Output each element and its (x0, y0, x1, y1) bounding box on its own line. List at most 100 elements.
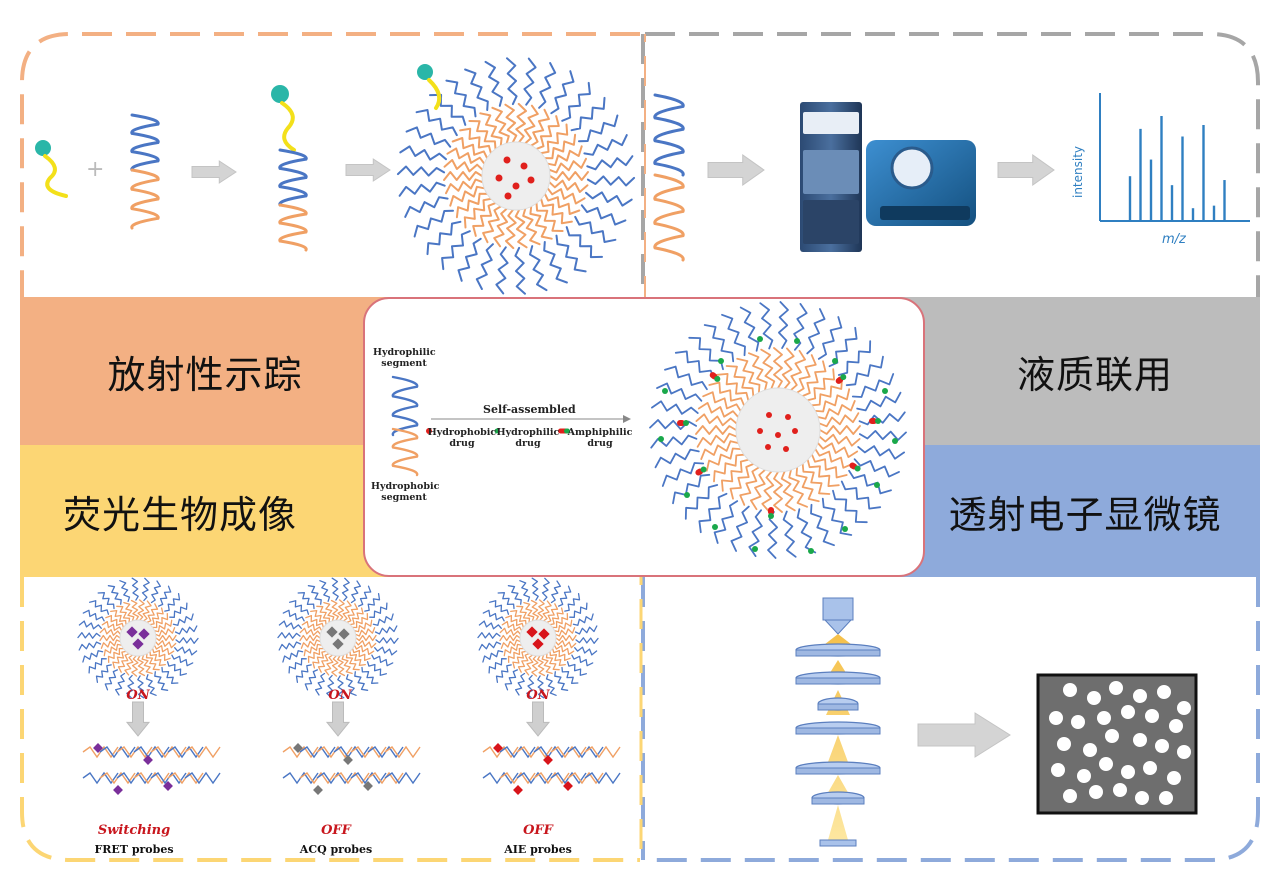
micelle-hydrophilic-head (137, 675, 145, 699)
micelle-hydrophobic-tail (546, 145, 583, 167)
micelle-hydrophilic-head (793, 303, 808, 351)
micelle-hydrophobic-tail (455, 192, 489, 219)
micelle-hydrophilic-head (82, 650, 104, 663)
micelle-hydrophobic-tail (761, 470, 775, 513)
micelle-hydrophilic-head (778, 301, 789, 349)
micelle-hydrophobic-tail (516, 605, 531, 624)
micelle-hydrophilic-head (174, 646, 198, 656)
tem-nanoparticle (1063, 789, 1077, 803)
tem-nanoparticle (1135, 791, 1149, 805)
arrow-to-instrument (707, 154, 765, 186)
micelle-hydrophobic-tail (554, 627, 576, 637)
amphiphilic-drug (835, 374, 847, 384)
micelle-hydrophilic-head (345, 674, 357, 696)
micelle-hydrophilic-head (366, 661, 387, 676)
hydrophilic-drug-dot (882, 388, 888, 394)
tem-scheme (795, 597, 1198, 847)
hydrophilic-drug-dot (718, 358, 724, 364)
micelle-hydrophilic-head (141, 577, 150, 602)
band-lcms: 液质联用 (900, 297, 1260, 445)
micelle-hydrophilic-head (172, 613, 194, 626)
radiolabel-dot (35, 140, 51, 156)
released-dye-cube (93, 743, 103, 753)
micelle-hydrophobic-tail (512, 650, 527, 669)
micelle-hydrophobic-tail (546, 603, 559, 624)
hydrophilic-drug-dot (752, 546, 758, 552)
micelle-hydrophilic-head (278, 641, 302, 651)
lcms-scheme (653, 93, 1250, 262)
micelle-hydrophobic-tail (811, 453, 848, 479)
arrow-step-1 (191, 160, 237, 184)
micelle-hydrophobic-tail (446, 147, 486, 165)
micelle-hydrophilic-head (78, 641, 102, 651)
micelle-hydrophobic-tail (529, 205, 553, 240)
tem-nanoparticle (1133, 733, 1147, 747)
amphiphilic-drug-tail (714, 375, 721, 382)
micelle-hydrophobic-tail (137, 599, 145, 621)
micelle-hydrophilic-head (171, 654, 194, 667)
micelle-hydrophobic-tail (514, 208, 528, 249)
micelle-hydrophobic-tail (142, 600, 152, 622)
micelle-hydrophobic-tail (523, 104, 539, 145)
released-dye-cube (513, 785, 523, 795)
micelle-hydrophilic-head (495, 664, 512, 683)
micelle-hydrophobic-tail (154, 640, 177, 649)
micelle-hydrophilic-head (145, 674, 157, 696)
micelle-hydrophilic-head (326, 674, 335, 699)
micelle-hydrophobic-tail (349, 607, 364, 626)
micelle-hydrophobic-tail (736, 357, 761, 394)
amphiphilic-drug (849, 462, 861, 472)
micelle-hydrophobic-tail (697, 402, 739, 418)
micelle-hydrophilic-head (506, 57, 518, 106)
center-core-drug (792, 428, 798, 434)
micelle-hydrophobic-tail (110, 609, 127, 626)
micelle-hydrophilic-head (497, 592, 515, 610)
micelle-hydrophobic-tail (504, 103, 518, 144)
micelle-hydrophilic-head (545, 674, 557, 696)
micelle-hydrophobic-tail (112, 650, 127, 669)
micelle-hydrophilic-head (853, 458, 900, 478)
micelle-hydrophilic-head (331, 577, 339, 601)
micelle-hydrophilic-head (569, 602, 588, 618)
tem-nanoparticle (1177, 701, 1191, 715)
disassembled-strand (584, 745, 621, 759)
released-dye-cube (563, 781, 573, 791)
lcms-copolymer-hydrophobic (653, 173, 685, 262)
center-core-drug (775, 432, 781, 438)
micelle-hydrophobic-tail (131, 655, 139, 677)
band-tem: 透射电子显微镜 (900, 445, 1260, 577)
micelle-hydrophobic-tail (303, 643, 323, 657)
micelle-hydrophilic-head (114, 672, 126, 696)
micelle-hydrophilic-head (523, 57, 537, 106)
micelle-hydrophilic-head (550, 70, 575, 115)
hydrophilic-drug-dot (874, 482, 880, 488)
micelle-hydrophilic-head (478, 641, 502, 651)
tem-nanoparticle (1159, 791, 1173, 805)
micelle-hydrophobic-tail (479, 112, 503, 147)
micelle-hydrophilic-head (350, 580, 362, 604)
micelle-hydrophilic-head (374, 625, 398, 635)
radiolabel-linker (43, 154, 68, 198)
hydrophilic-drug-dot (794, 338, 800, 344)
micelle-hydrophobic-tail (323, 601, 335, 622)
micelle-hydrophilic-head (482, 609, 505, 622)
micelle-hydrophilic-head (514, 672, 526, 696)
lc-module-door (803, 150, 859, 194)
micelle-hydrophilic-head (107, 585, 122, 605)
probe-dye-cube (338, 628, 350, 640)
micelle-hydrophilic-head (361, 666, 379, 684)
tem-nanoparticle (1049, 711, 1063, 725)
tem-nanoparticle (1133, 689, 1147, 703)
micelle-hydrophilic-head (529, 245, 548, 292)
micelle-hydrophilic-head (164, 593, 181, 612)
self-assembly-drawing (391, 301, 907, 559)
micelle-hydrophilic-head (82, 609, 105, 622)
micelle-hydrophobic-tail (537, 655, 546, 677)
micelle-hydrophilic-head (482, 650, 504, 663)
micelle-hydrophilic-head (495, 246, 509, 295)
micelle-hydrophobic-tail (801, 360, 827, 397)
amphiphilic-drug-head (768, 507, 774, 515)
micelle-hydrophobic-tail (549, 171, 589, 181)
micelle-hydrophobic-tail (773, 471, 783, 513)
micelle-hydrophilic-head (174, 625, 198, 635)
